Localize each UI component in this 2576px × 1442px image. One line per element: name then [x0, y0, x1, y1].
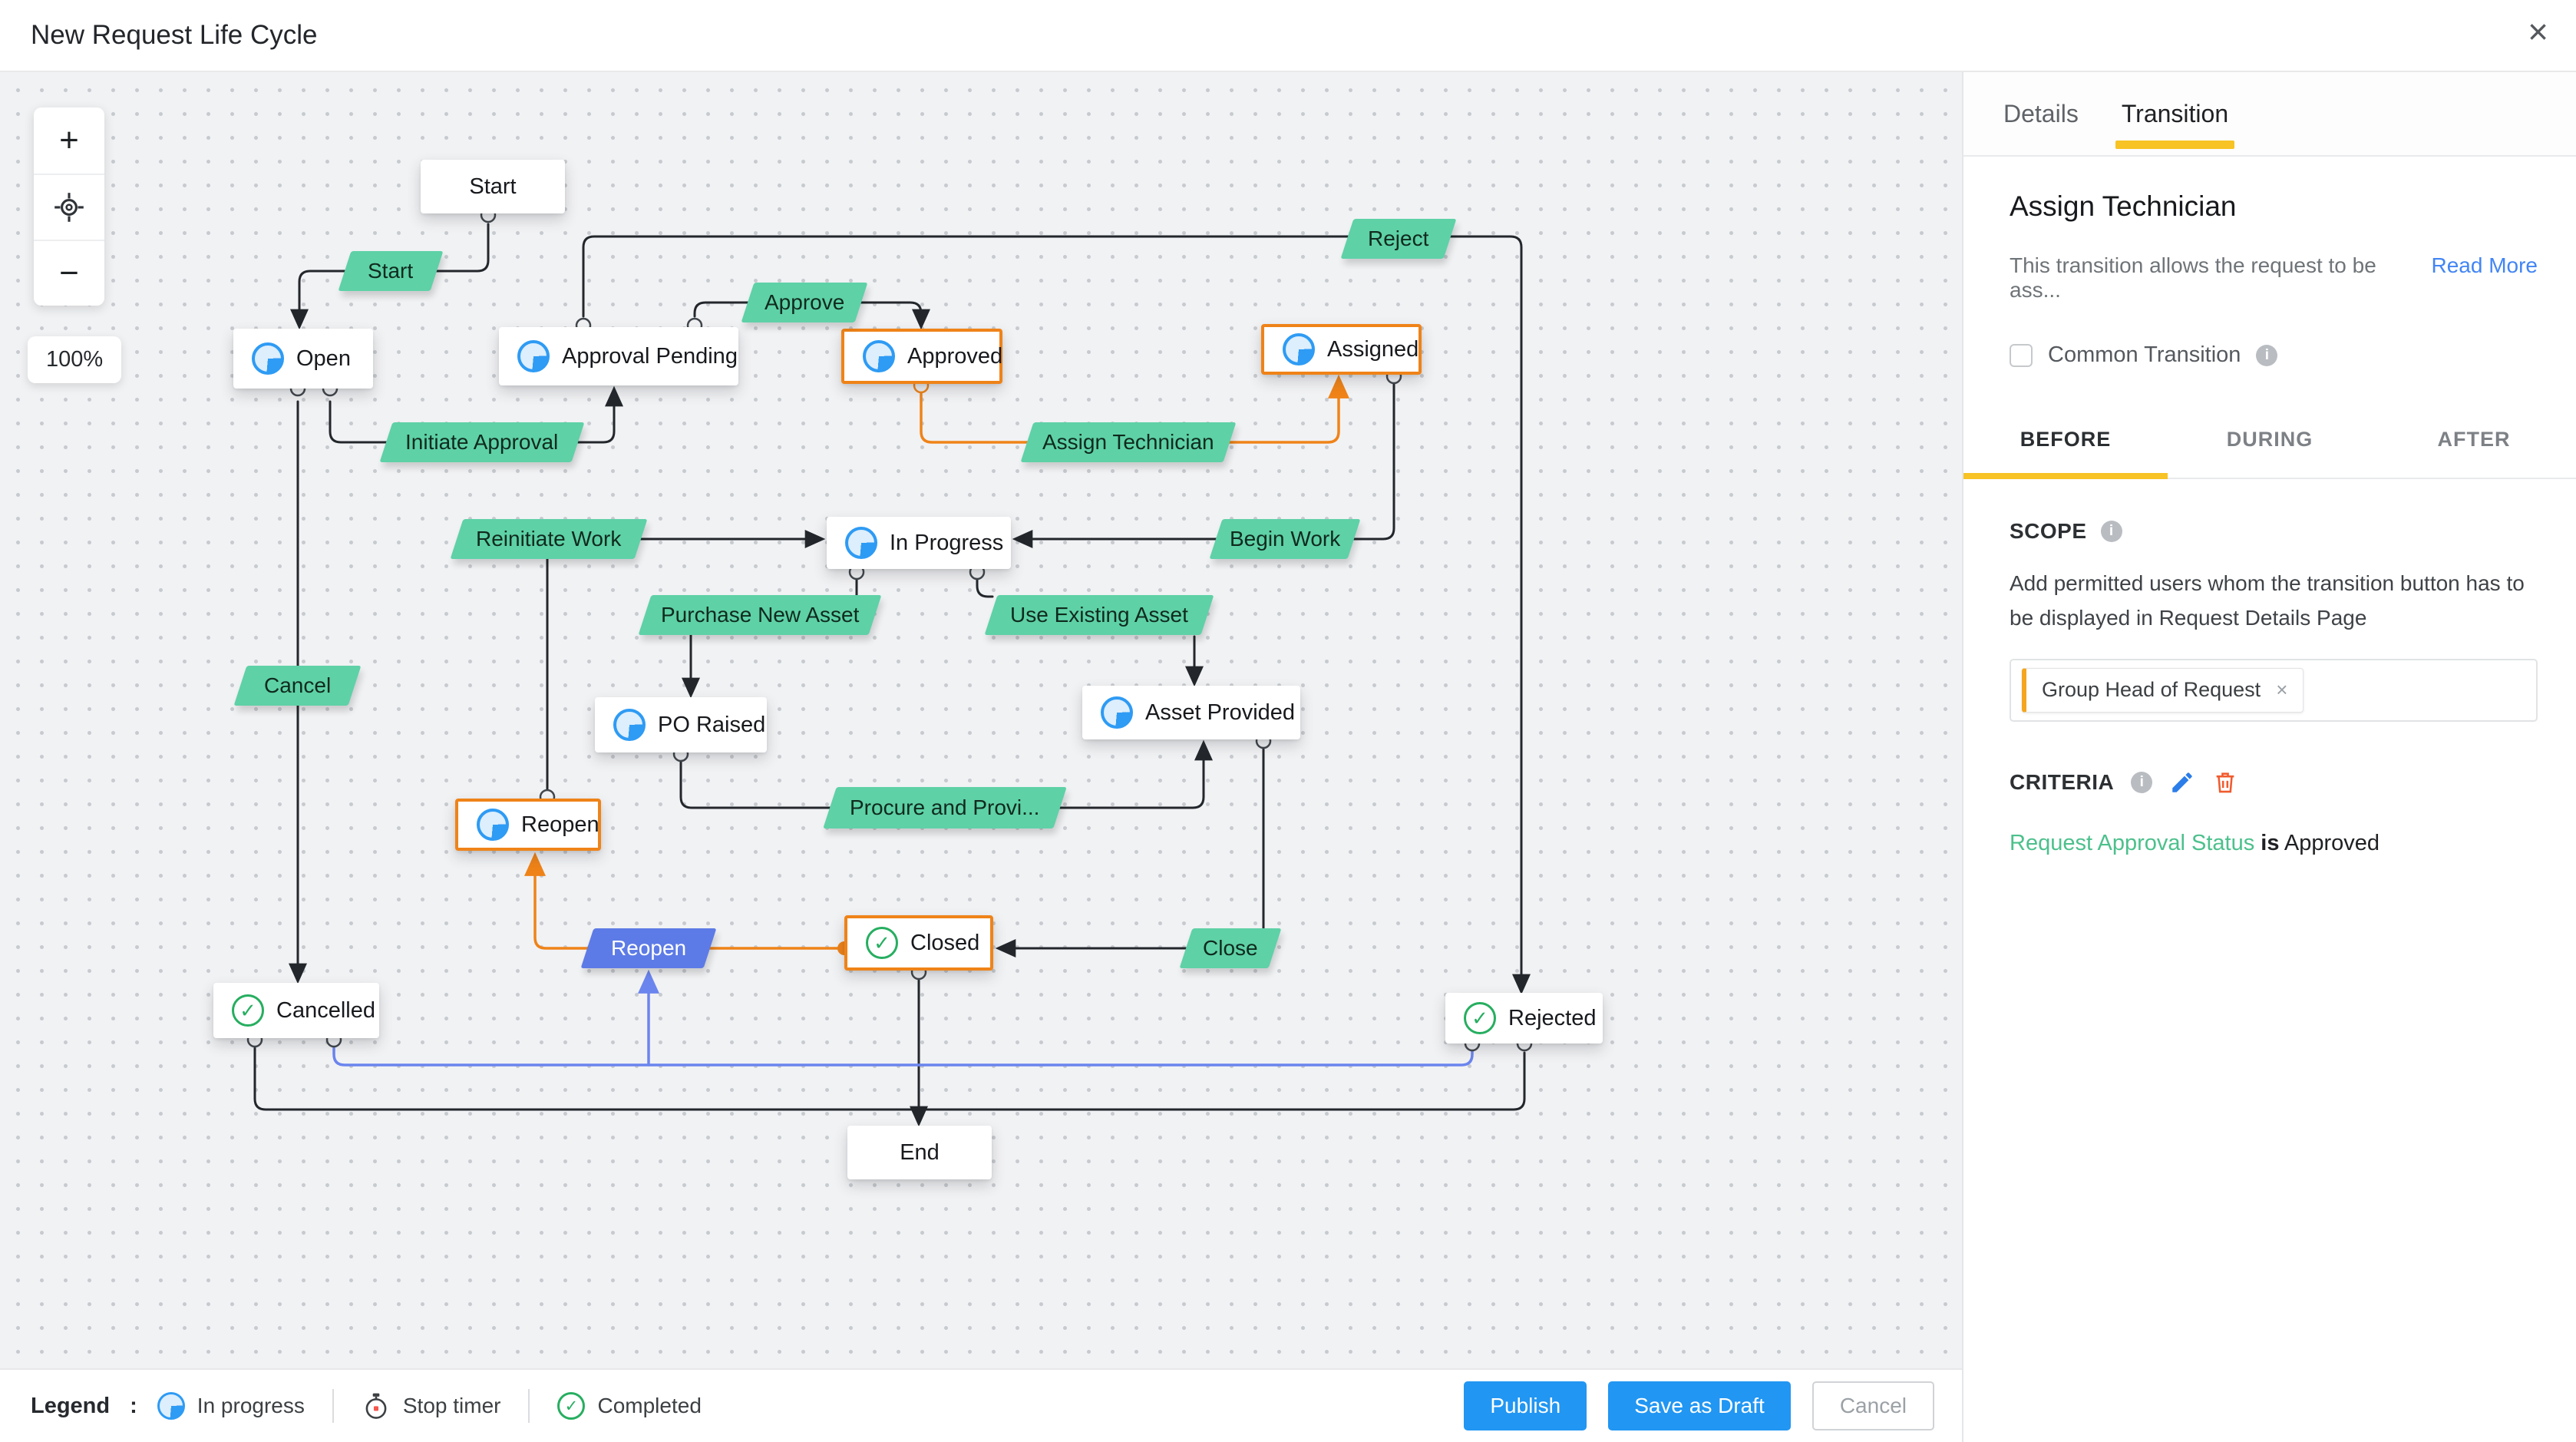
trash-icon: [2216, 772, 2234, 792]
legend-title: Legend: [31, 1393, 111, 1418]
tab-after[interactable]: AFTER: [2437, 428, 2511, 451]
node-asset-provided[interactable]: Asset Provided: [1082, 686, 1300, 739]
tab-during[interactable]: DURING: [2226, 428, 2313, 451]
common-transition-label: Common Transition: [2048, 342, 2241, 367]
scope-heading: SCOPE: [2010, 519, 2087, 543]
delete-criteria-button[interactable]: [2212, 769, 2238, 795]
in-progress-icon: [157, 1392, 185, 1420]
common-transition-checkbox[interactable]: [2010, 343, 2033, 367]
node-cancelled[interactable]: Cancelled: [213, 983, 379, 1038]
node-assigned[interactable]: Assigned: [1261, 324, 1422, 375]
legend-item-stop-timer: Stop timer: [362, 1391, 500, 1421]
node-rejected[interactable]: Rejected: [1445, 993, 1603, 1043]
edges-blue: [332, 969, 1474, 1067]
transition-reject[interactable]: Reject: [1340, 219, 1457, 259]
node-closed[interactable]: Closed: [844, 915, 993, 971]
transition-description: This transition allows the request to be…: [2010, 253, 2376, 302]
transition-use-existing-asset[interactable]: Use Existing Asset: [984, 595, 1214, 635]
criteria-operator: is: [2261, 830, 2280, 855]
scope-user-chip: Group Head of Request ×: [2022, 667, 2304, 713]
zoom-level[interactable]: 100%: [28, 336, 122, 383]
in-progress-icon: [477, 809, 509, 841]
edit-criteria-button[interactable]: [2169, 769, 2195, 795]
scope-description: Add permitted users whom the transition …: [2010, 571, 2525, 630]
zoom-out-button[interactable]: −: [34, 240, 104, 306]
stop-timer-icon: [365, 1393, 387, 1419]
in-progress-icon: [613, 709, 646, 741]
criteria-field[interactable]: Request Approval Status: [2010, 830, 2255, 855]
workflow-canvas[interactable]: g[data-name="connection-ports"] circle {…: [0, 72, 1962, 1368]
divider: [332, 1389, 334, 1423]
transition-purchase-new-asset[interactable]: Purchase New Asset: [638, 595, 882, 635]
in-progress-icon: [517, 340, 550, 372]
page-title: New Request Life Cycle: [31, 20, 318, 50]
transition-title: Assign Technician: [2010, 190, 2237, 222]
node-start[interactable]: Start: [421, 160, 565, 213]
node-reopen[interactable]: Reopen: [455, 799, 601, 851]
criteria-value: Approved: [2284, 830, 2380, 855]
info-icon: [2256, 344, 2278, 366]
transition-details-panel: Details Transition Assign Technician Thi…: [1962, 72, 2576, 1442]
in-progress-icon: [845, 527, 877, 559]
publish-button[interactable]: Publish: [1464, 1381, 1587, 1430]
footer-bar: Legend : In progress Stop timer Complete…: [0, 1368, 1962, 1442]
transition-close[interactable]: Close: [1179, 928, 1282, 968]
completed-icon: [866, 927, 898, 959]
zoom-toolbar: + −: [34, 107, 104, 306]
scope-users-input[interactable]: Group Head of Request ×: [2010, 658, 2538, 722]
node-approved[interactable]: Approved: [841, 329, 1002, 384]
in-progress-icon: [863, 340, 895, 372]
transition-reopen[interactable]: Reopen: [580, 928, 717, 968]
edges-orange: [524, 374, 1349, 950]
criteria-heading: CRITERIA: [2010, 769, 2115, 794]
transition-approve[interactable]: Approve: [741, 283, 868, 322]
panel-tab-bar: Details Transition: [1963, 72, 2576, 157]
legend-item-completed: Completed: [557, 1392, 702, 1420]
transition-assign-technician[interactable]: Assign Technician: [1020, 422, 1237, 462]
info-icon: [2131, 771, 2153, 793]
tab-transition[interactable]: Transition: [2115, 72, 2235, 155]
node-in-progress[interactable]: In Progress: [827, 517, 1011, 569]
transition-cancel[interactable]: Cancel: [233, 666, 362, 706]
read-more-link[interactable]: Read More: [2431, 253, 2538, 277]
tab-before[interactable]: BEFORE: [1963, 405, 2168, 479]
node-end[interactable]: End: [847, 1126, 992, 1179]
in-progress-icon: [1101, 696, 1133, 729]
zoom-in-button[interactable]: +: [59, 121, 79, 159]
save-as-draft-button[interactable]: Save as Draft: [1608, 1381, 1791, 1430]
info-icon: [2100, 521, 2122, 542]
in-progress-icon: [1283, 333, 1315, 365]
close-icon[interactable]: ×: [2528, 12, 2548, 51]
completed-icon: [557, 1392, 586, 1420]
cancel-button[interactable]: Cancel: [1811, 1381, 1934, 1430]
transition-reinitiate-work[interactable]: Reinitiate Work: [450, 519, 648, 559]
legend-item-in-progress: In progress: [157, 1392, 305, 1420]
transition-start[interactable]: Start: [338, 251, 444, 291]
completed-icon: [1464, 1002, 1496, 1034]
title-bar: New Request Life Cycle ×: [0, 0, 2576, 72]
transition-initiate-approval[interactable]: Initiate Approval: [379, 422, 585, 462]
chip-remove-icon[interactable]: ×: [2276, 678, 2288, 702]
fit-to-screen-button[interactable]: [34, 174, 104, 240]
node-approval-pending[interactable]: Approval Pending: [499, 327, 738, 385]
node-po-raised[interactable]: PO Raised: [595, 697, 767, 752]
tab-details[interactable]: Details: [2003, 99, 2079, 127]
criteria-expression: Request Approval Status is Approved: [2010, 831, 2538, 856]
transition-procure-and-provision[interactable]: Procure and Provi...: [823, 787, 1067, 828]
divider: [528, 1389, 530, 1423]
node-open[interactable]: Open: [233, 329, 373, 389]
in-progress-icon: [252, 342, 284, 375]
completed-icon: [232, 994, 264, 1027]
crosshair-icon: [54, 193, 84, 222]
phase-tab-bar: BEFORE DURING AFTER: [1963, 405, 2576, 479]
pencil-icon: [2172, 772, 2192, 792]
legend: Legend : In progress Stop timer Complete…: [31, 1389, 702, 1423]
transition-begin-work[interactable]: Begin Work: [1209, 519, 1361, 559]
